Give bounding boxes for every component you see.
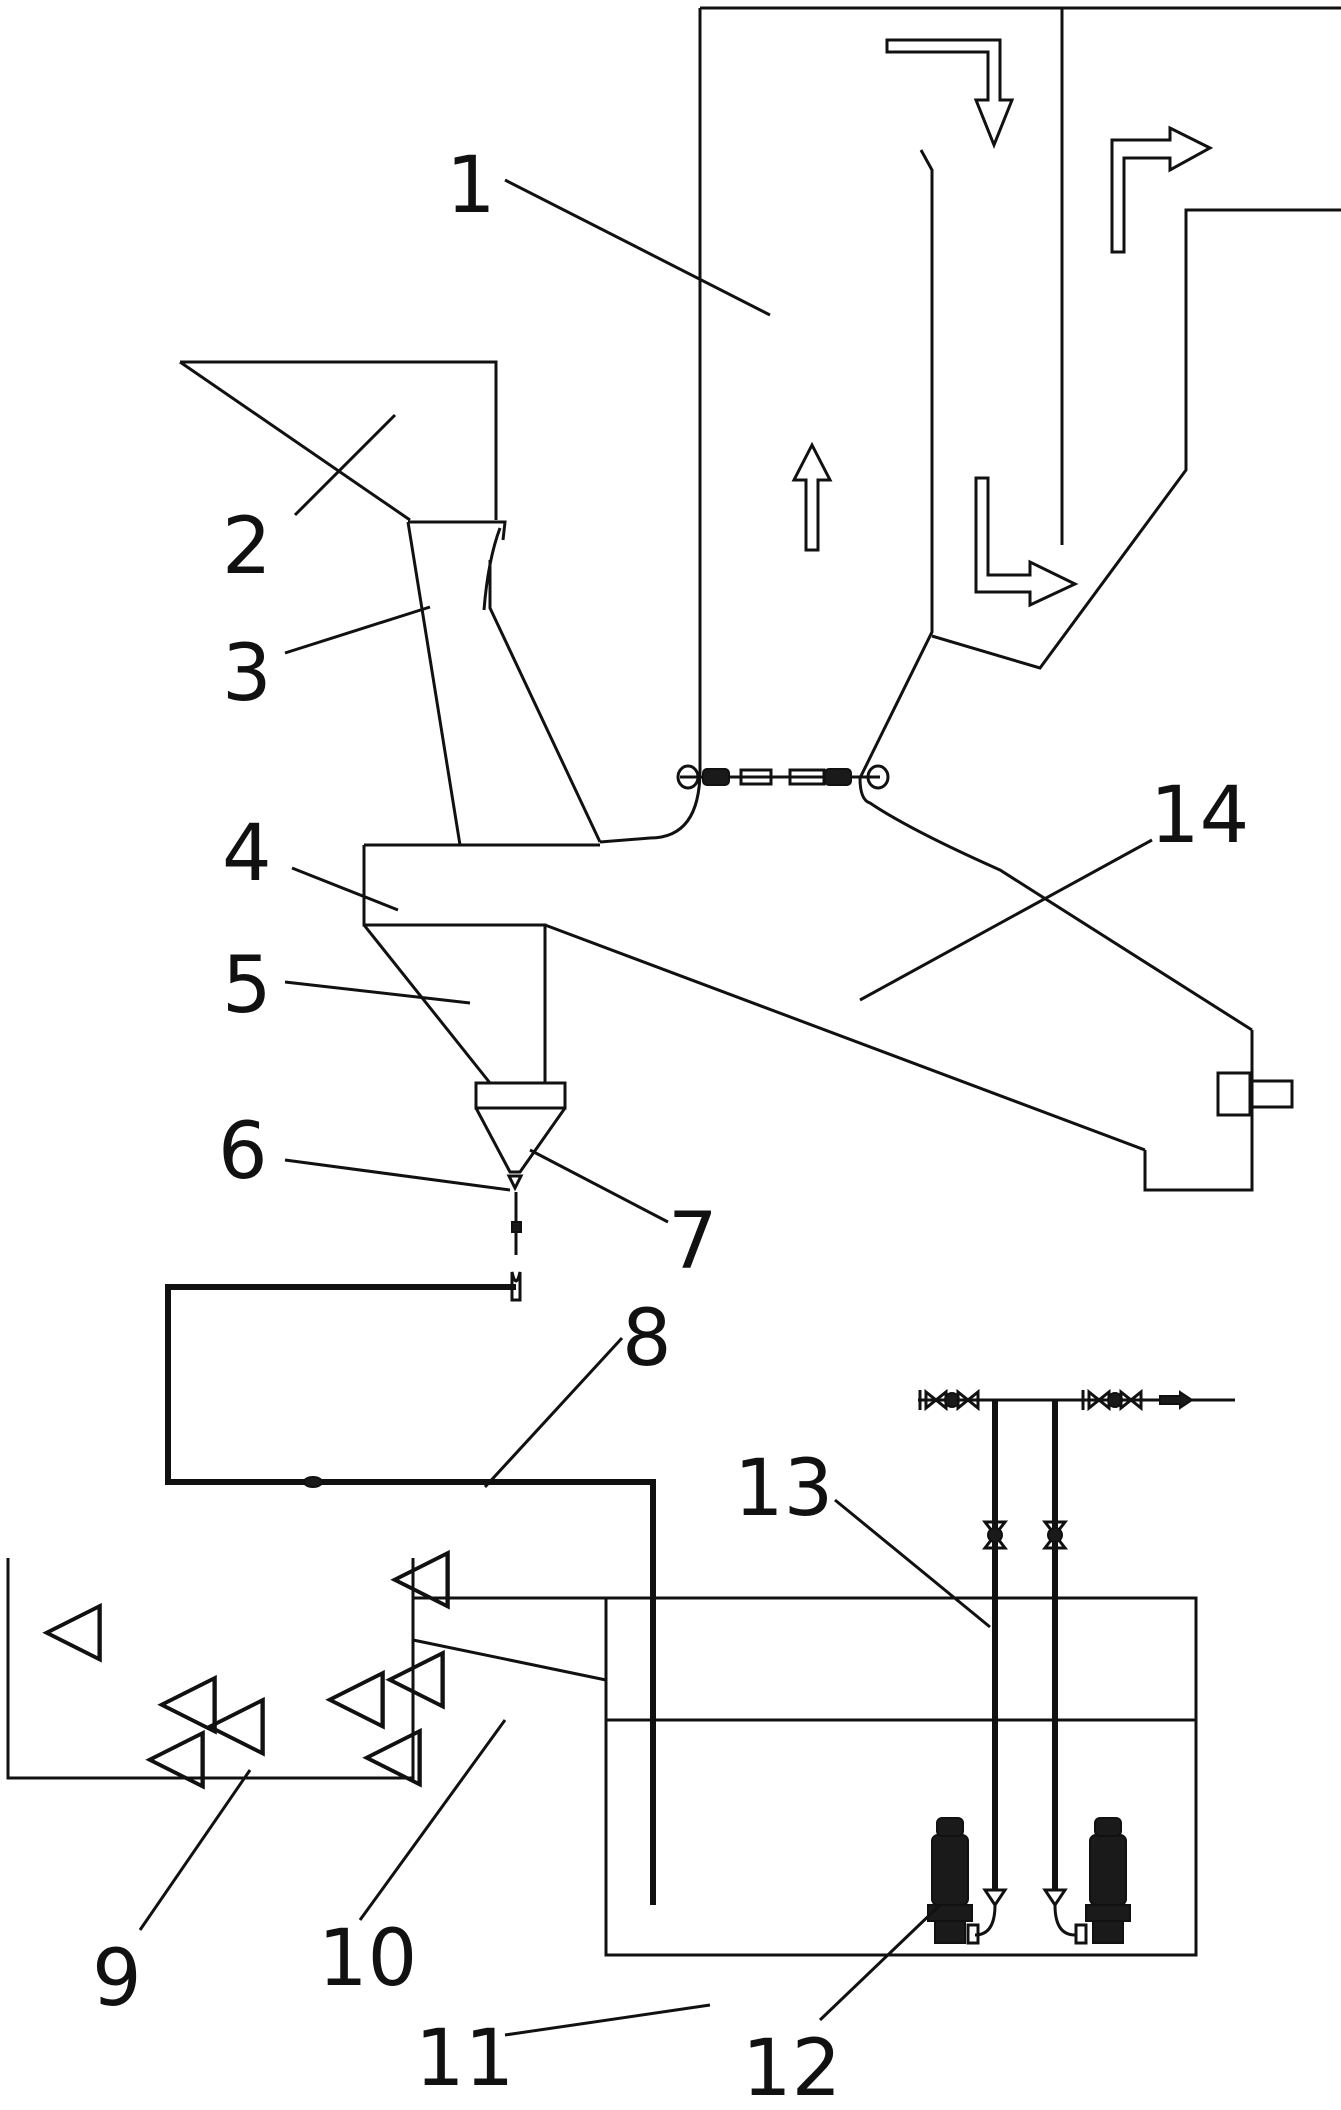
label-11: 11 bbox=[415, 2014, 514, 2104]
feed-chute bbox=[406, 520, 602, 846]
pump-left-icon bbox=[927, 1817, 980, 1945]
label-7: 7 bbox=[668, 1197, 718, 1287]
valve-left-icon bbox=[918, 1388, 980, 1412]
pump-discharge-pipes bbox=[918, 1388, 1235, 1937]
component-labels: 1 2 3 4 5 6 7 8 9 10 11 12 13 14 bbox=[92, 141, 1249, 2110]
label-8: 8 bbox=[622, 1294, 672, 1384]
svg-text:◁: ◁ bbox=[325, 1649, 385, 1739]
svg-text:◁: ◁ bbox=[42, 1582, 102, 1672]
label-2: 2 bbox=[222, 502, 272, 592]
pump-right-icon bbox=[1074, 1817, 1131, 1945]
overflow-trough bbox=[412, 1596, 607, 1682]
svg-text:◁: ◁ bbox=[157, 1654, 217, 1744]
label-13: 13 bbox=[734, 1444, 833, 1534]
svg-text:◁: ◁ bbox=[385, 1629, 445, 1719]
riser-tower bbox=[599, 6, 1341, 1032]
svg-text:◁: ◁ bbox=[145, 1709, 205, 1799]
label-10: 10 bbox=[318, 1914, 417, 2004]
arrow-down-icon bbox=[885, 38, 1015, 150]
label-9: 9 bbox=[92, 1934, 142, 2024]
discharge-cone bbox=[362, 924, 567, 1302]
svg-text:◁: ◁ bbox=[362, 1707, 422, 1797]
arrow-up-icon bbox=[791, 441, 833, 552]
label-1: 1 bbox=[446, 141, 496, 231]
label-14: 14 bbox=[1150, 771, 1249, 861]
chain-link bbox=[676, 764, 890, 790]
arrow-up-right-icon bbox=[1110, 125, 1214, 254]
feed-hopper bbox=[179, 360, 498, 522]
label-12: 12 bbox=[742, 2024, 841, 2105]
furnace-body bbox=[362, 843, 1294, 1192]
label-4: 4 bbox=[222, 809, 272, 899]
leader-lines bbox=[138, 178, 1153, 2037]
valve-right-icon bbox=[1081, 1388, 1143, 1412]
label-3: 3 bbox=[222, 629, 272, 719]
storage-bin: ◁ ◁ ◁ ◁ ◁ ◁ ◁ ◁ bbox=[6, 1529, 450, 1799]
flow-out-arrow-icon bbox=[1159, 1390, 1194, 1410]
transfer-pipe bbox=[165, 1284, 656, 1905]
label-6: 6 bbox=[218, 1107, 268, 1197]
submersible-pumps bbox=[927, 1817, 1131, 1945]
label-5: 5 bbox=[222, 941, 272, 1031]
pipe-valves bbox=[981, 1520, 1069, 1908]
flow-arrows bbox=[791, 38, 1214, 608]
svg-text:◁: ◁ bbox=[390, 1529, 450, 1619]
svg-text:◁: ◁ bbox=[205, 1676, 265, 1766]
sump-tank bbox=[604, 1596, 1198, 1957]
arrow-down-right-icon bbox=[974, 476, 1079, 608]
